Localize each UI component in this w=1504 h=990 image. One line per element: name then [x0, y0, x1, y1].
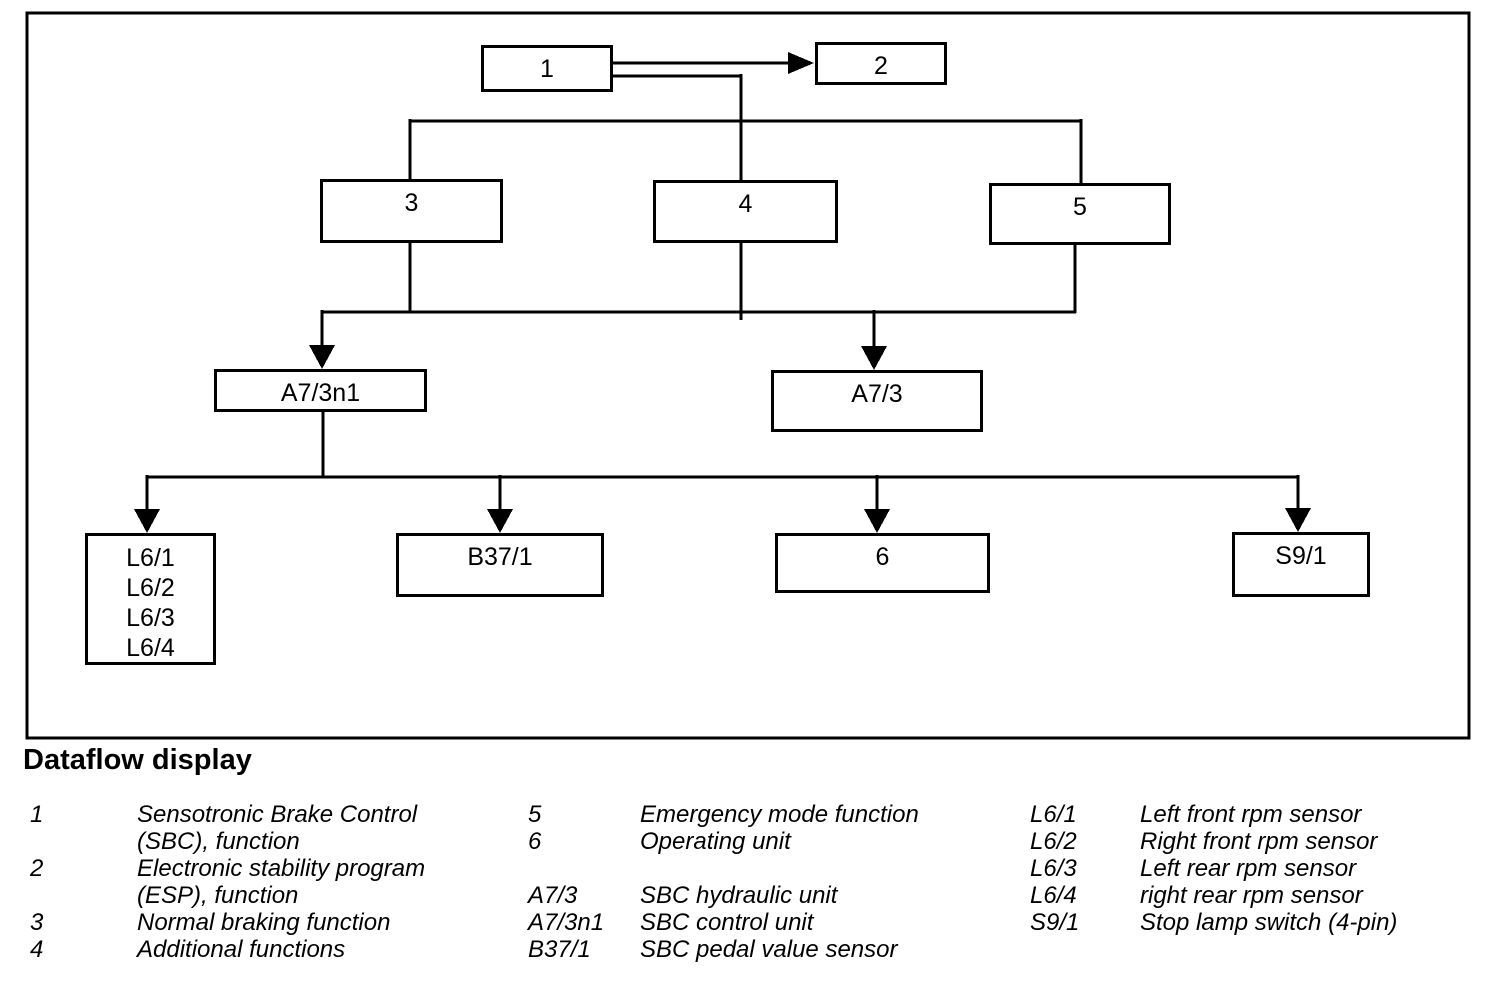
node-2-label: 2 [874, 52, 888, 80]
legend-row: S9/1 Stop lamp switch (4-pin) [1030, 909, 1490, 936]
legend-desc: SBC pedal value sensor [640, 936, 898, 963]
arrow-down-icon [861, 346, 887, 370]
legend-row: L6/2 Right front rpm sensor [1030, 828, 1490, 855]
legend-desc: Left rear rpm sensor [1140, 855, 1357, 882]
legend-row: L6/3 Left rear rpm sensor [1030, 855, 1490, 882]
node-a73n1-label: A7/3n1 [280, 379, 361, 407]
node-3-label: 3 [404, 189, 419, 217]
node-4-label: 4 [738, 190, 753, 218]
diagram-border [25, 11, 1471, 740]
legend-desc: Additional functions [137, 936, 346, 963]
legend-row: 4 Additional functions [30, 936, 505, 963]
arrow-down-icon [134, 509, 160, 533]
node-1-box: 1 [481, 45, 613, 92]
legend-desc: (SBC), function [137, 828, 300, 855]
legend-key: 1 [30, 801, 44, 828]
node-l6-box: L6/1 L6/2 L6/3 L6/4 [85, 533, 216, 665]
node-s91-label: S9/1 [1275, 542, 1327, 570]
legend-column-3: L6/1 Left front rpm sensor L6/2 Right fr… [1030, 801, 1490, 936]
legend-desc: SBC hydraulic unit [640, 882, 838, 909]
legend-key: 4 [30, 936, 44, 963]
legend-key: 3 [30, 909, 44, 936]
arrow-right-icon [788, 52, 814, 74]
legend-row: 6 Operating unit [528, 828, 1008, 855]
legend-row: (SBC), function [30, 828, 505, 855]
legend-desc: Normal braking function [137, 909, 391, 936]
node-b371-box: B37/1 [396, 533, 604, 597]
legend-desc: SBC control unit [640, 909, 814, 936]
node-a73-box: A7/3 [771, 370, 983, 432]
node-a73-label: A7/3 [851, 380, 903, 408]
arrow-down-icon [309, 345, 335, 369]
legend-desc: right rear rpm sensor [1140, 882, 1363, 909]
legend-row: L6/1 Left front rpm sensor [1030, 801, 1490, 828]
node-6-box: 6 [775, 533, 990, 593]
node-4-box: 4 [653, 180, 838, 243]
legend-desc: Sensotronic Brake Control [137, 801, 418, 828]
node-2-box: 2 [815, 42, 947, 85]
legend-key: 6 [528, 828, 542, 855]
legend-desc: Operating unit [640, 828, 791, 855]
node-6-label: 6 [875, 543, 890, 571]
legend-row: A7/3n1 SBC control unit [528, 909, 1008, 936]
legend-row [528, 855, 1008, 882]
arrow-down-icon [864, 509, 890, 533]
arrow-down-icon [1285, 508, 1311, 532]
legend-desc: Left front rpm sensor [1140, 801, 1362, 828]
legend-row: (ESP), function [30, 882, 505, 909]
legend-desc: Emergency mode function [640, 801, 919, 828]
node-b371-label: B37/1 [467, 543, 533, 571]
legend-key: A7/3 [528, 882, 578, 909]
node-3-box: 3 [320, 179, 503, 243]
legend-key: B37/1 [528, 936, 591, 963]
legend-desc: Stop lamp switch (4-pin) [1140, 909, 1398, 936]
legend-row: A7/3 SBC hydraulic unit [528, 882, 1008, 909]
node-l6-line-2: L6/2 [126, 573, 175, 602]
legend-row: B37/1 SBC pedal value sensor [528, 936, 1008, 963]
legend-key: L6/4 [1030, 882, 1077, 909]
node-1-label: 1 [540, 55, 554, 83]
node-l6-line-1: L6/1 [126, 543, 175, 572]
node-l6-line-3: L6/3 [126, 603, 175, 632]
node-a73n1-box: A7/3n1 [214, 369, 427, 412]
legend-desc: (ESP), function [137, 882, 299, 909]
legend-desc: Right front rpm sensor [1140, 828, 1378, 855]
legend-key: 5 [528, 801, 542, 828]
legend-row: 1 Sensotronic Brake Control [30, 801, 505, 828]
node-s91-box: S9/1 [1232, 532, 1370, 597]
arrow-down-icon [487, 509, 513, 533]
legend-column-1: 1 Sensotronic Brake Control (SBC), funct… [30, 801, 505, 963]
legend-heading: Dataflow display [23, 744, 252, 776]
legend-row: L6/4 right rear rpm sensor [1030, 882, 1490, 909]
legend-key: L6/3 [1030, 855, 1077, 882]
legend-desc: Electronic stability program [137, 855, 426, 882]
legend-key: A7/3n1 [528, 909, 605, 936]
legend-row: 3 Normal braking function [30, 909, 505, 936]
legend-key: S9/1 [1030, 909, 1080, 936]
node-5-label: 5 [1073, 193, 1087, 221]
legend-column-2: 5 Emergency mode function 6 Operating un… [528, 801, 1008, 963]
legend-key: L6/1 [1030, 801, 1077, 828]
node-l6-line-4: L6/4 [126, 633, 175, 662]
node-5-box: 5 [989, 183, 1171, 245]
legend-key: 2 [30, 855, 44, 882]
legend-row: 5 Emergency mode function [528, 801, 1008, 828]
legend-key: L6/2 [1030, 828, 1077, 855]
legend-row: 2 Electronic stability program [30, 855, 505, 882]
